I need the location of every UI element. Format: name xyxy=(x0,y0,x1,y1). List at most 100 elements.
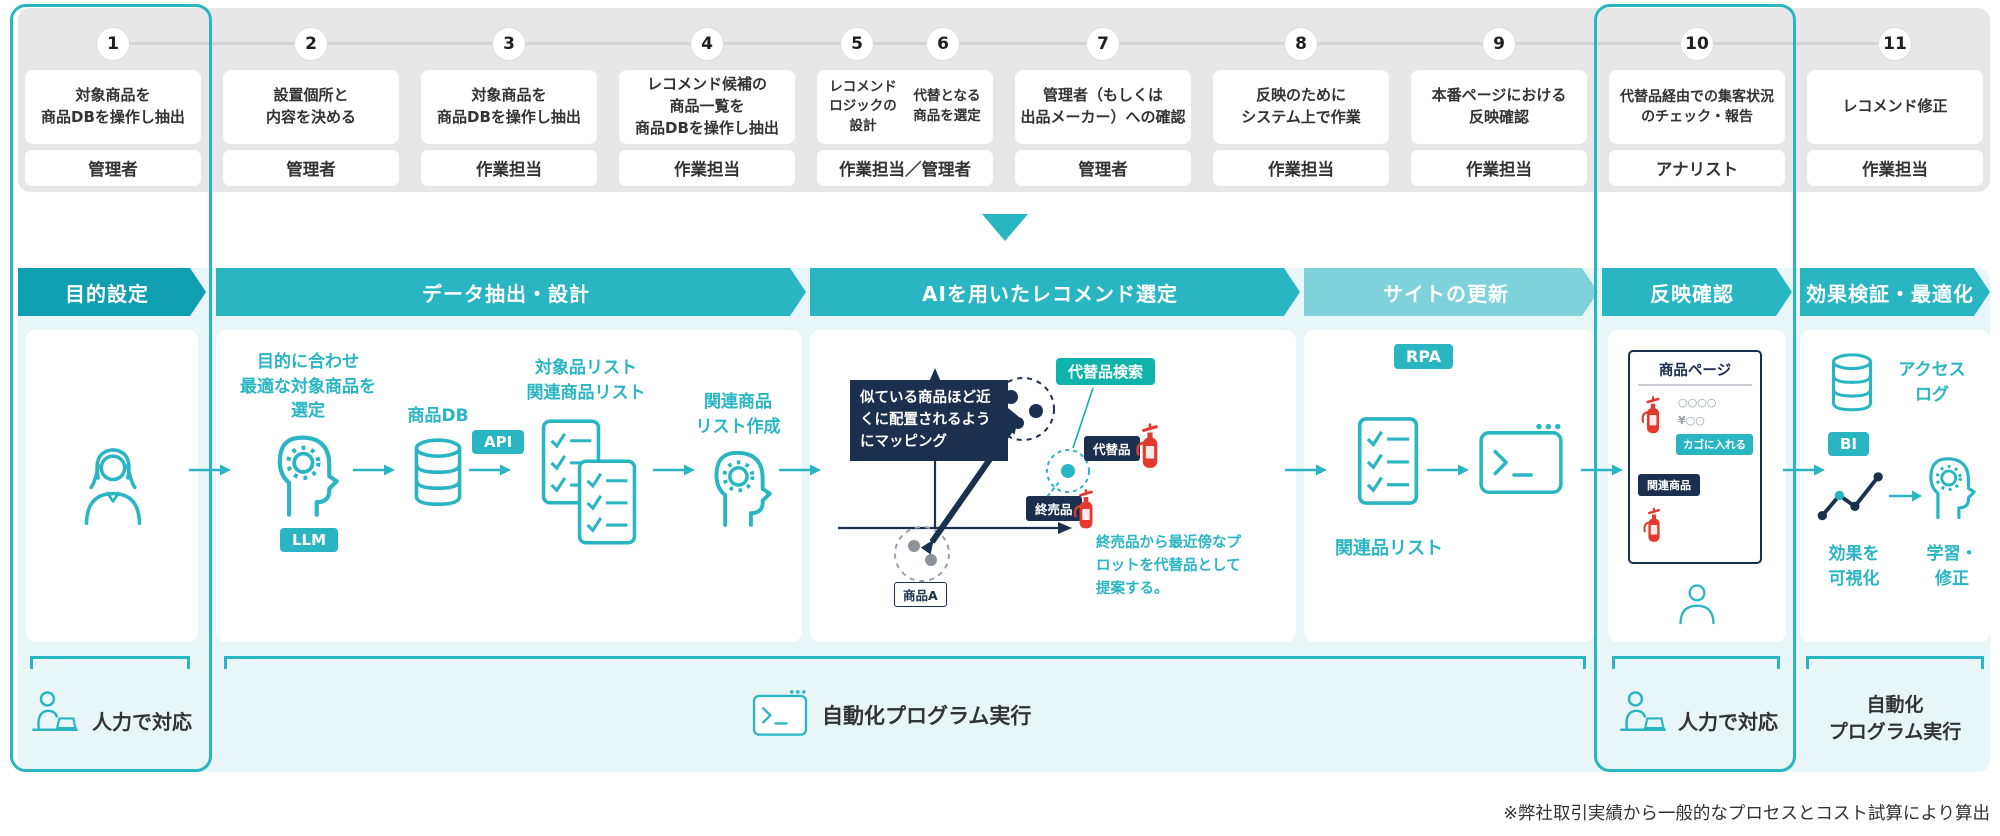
step-task: レコメンド候補の 商品一覧を 商品DBを操作し抽出 xyxy=(619,70,795,144)
panel-confirm: 商品ページ ○○○○ ¥○○ カゴに入れる 関連商品 xyxy=(1608,330,1786,642)
related-list-label: 関連品リスト xyxy=(1335,538,1443,559)
auto-bracket-center xyxy=(224,656,1586,669)
fire-extinguisher-icon xyxy=(1641,396,1660,434)
step-column-1: 1 対象商品を 商品DBを操作し抽出 管理者 xyxy=(18,8,208,192)
phase-banner-site-update: サイトの更新 xyxy=(1304,268,1598,316)
auto-label-center: 自動化プログラム実行 xyxy=(822,704,1032,728)
step-number: 7 xyxy=(1086,27,1120,61)
step-number: 2 xyxy=(294,27,328,61)
step-role: 作業担当／管理者 xyxy=(817,150,993,186)
step-connector-line xyxy=(113,42,1895,45)
learning-head-gear-icon xyxy=(1929,457,1976,520)
step-column-8: 8 反映のために システム上で作業 作業担当 xyxy=(1206,8,1396,192)
flow-arrow-icon xyxy=(189,464,231,476)
visualize-label: 効果を 可視化 xyxy=(1828,544,1880,589)
phase-banner-data-design: データ抽出・設計 xyxy=(216,268,806,316)
step-column-2: 2 設置個所と 内容を決める 管理者 xyxy=(216,8,406,192)
panel-optimize: アクセス ログ BI 効果を 可視化 学習・ 修正 xyxy=(1800,330,1990,642)
access-log-label: アクセス ログ xyxy=(1898,360,1966,405)
step-column-4: 4 レコメンド候補の 商品一覧を 商品DBを操作し抽出 作業担当 xyxy=(612,8,802,192)
step-column-7: 7 管理者（もしくは 出品メーカー）への確認 管理者 xyxy=(1008,8,1198,192)
person-at-desk-icon xyxy=(32,691,78,731)
llm-badge: LLM xyxy=(280,528,339,552)
line-chart-icon xyxy=(1817,472,1883,521)
step-task: 設置個所と 内容を決める xyxy=(223,70,399,144)
arrow-right-icon xyxy=(469,464,511,476)
phase-banner-purpose: 目的設定 xyxy=(18,268,206,316)
step-column-3: 3 対象商品を 商品DBを操作し抽出 作業担当 xyxy=(414,8,604,192)
manual-bracket-left xyxy=(30,656,190,669)
phase-banner-ai-recommend: AIを用いたレコメンド選定 xyxy=(810,268,1300,316)
person-icon xyxy=(1679,584,1715,625)
step-task: 代替となる 商品を選定 xyxy=(913,88,981,124)
select-products-text: 目的に合わせ 最適な対象商品を 選定 xyxy=(240,352,376,422)
access-log-database-icon xyxy=(1831,353,1873,412)
panel-ai-recommend: 似ている商品ほど近 くに配置されるよう にマッピング 代替品検索 代替品 終売品… xyxy=(810,330,1296,642)
learn-fix-label: 学習・ 修正 xyxy=(1926,544,1978,589)
step-task: 対象商品を 商品DBを操作し抽出 xyxy=(421,70,597,144)
fire-extinguisher-icon xyxy=(1136,423,1158,468)
step-number: 3 xyxy=(492,27,526,61)
step-task: 代替品経由での集客状況 のチェック・報告 xyxy=(1609,70,1785,144)
checklist-icon xyxy=(1357,417,1419,505)
step-task: レコメンド修正 xyxy=(1807,70,1983,144)
llm-head-gear-icon xyxy=(277,435,339,517)
step-number: 6 xyxy=(926,27,960,61)
fire-extinguisher-icon xyxy=(1073,488,1093,529)
api-badge: API xyxy=(472,430,525,454)
product-db-label: 商品DB xyxy=(407,406,469,426)
bi-badge: BI xyxy=(1828,432,1870,456)
arrow-right-icon xyxy=(1427,464,1469,476)
related-products-label: 関連商品 xyxy=(1638,474,1700,496)
step-task: 反映のために システム上で作業 xyxy=(1213,70,1389,144)
callout-pointer xyxy=(1008,408,1019,426)
step-role: 管理者 xyxy=(223,150,399,186)
step-role: 作業担当 xyxy=(1213,150,1389,186)
discontinued-label: 終売品 xyxy=(1026,496,1082,521)
step-task-pair: レコメンド ロジックの 設計 代替となる 商品を選定 xyxy=(817,70,993,144)
step-role: 作業担当 xyxy=(421,150,597,186)
panel-data-design: 目的に合わせ 最適な対象商品を 選定 LLM 商品DB API 対象品リスト 関… xyxy=(216,330,802,642)
steps-band: 1 対象商品を 商品DBを操作し抽出 管理者 2 設置個所と 内容を決める 管理… xyxy=(18,8,1990,192)
panel-purpose xyxy=(26,330,198,642)
arrow-right-icon xyxy=(653,464,695,476)
person-at-desk-icon xyxy=(1620,691,1666,731)
substitute-search-badge: 代替品検索 xyxy=(1056,358,1156,385)
auto-bracket-right xyxy=(1806,656,1984,669)
step-role: 作業担当 xyxy=(1807,150,1983,186)
step-number: 9 xyxy=(1482,27,1516,61)
mockup-price-text: ¥○○ xyxy=(1678,414,1705,427)
create-list-head-gear-icon xyxy=(714,450,772,527)
auto-label-right: 自動化 プログラム実行 xyxy=(1828,694,1962,743)
step-column-5-6: 5 6 レコメンド ロジックの 設計 代替となる 商品を選定 作業担当／管理者 xyxy=(810,8,1000,192)
phase-banner-confirm: 反映確認 xyxy=(1602,268,1792,316)
step-role: 管理者 xyxy=(25,150,201,186)
step-column-9: 9 本番ページにおける 反映確認 作業担当 xyxy=(1404,8,1594,192)
terminal-icon xyxy=(1479,423,1563,494)
flow-arrow-icon xyxy=(1783,464,1825,476)
automation-terminal-icon xyxy=(752,690,808,736)
step-task: 管理者（もしくは 出品メーカー）への確認 xyxy=(1015,70,1191,144)
step-number: 11 xyxy=(1878,27,1912,61)
step-number: 4 xyxy=(690,27,724,61)
arrow-right-icon xyxy=(353,464,395,476)
step-task: 対象商品を 商品DBを操作し抽出 xyxy=(25,70,201,144)
product-a-label: 商品A xyxy=(894,582,947,607)
step-number: 10 xyxy=(1680,27,1714,61)
substitute-label: 代替品 xyxy=(1084,436,1140,461)
manual-label-left: 人力で対応 xyxy=(92,710,192,734)
flow-arrow-icon xyxy=(779,464,821,476)
phase-banner-optimize: 効果検証・最適化 xyxy=(1800,268,1990,316)
step-task: レコメンド ロジックの 設計 xyxy=(829,78,897,134)
manual-label-right: 人力で対応 xyxy=(1678,710,1778,734)
step-number: 5 xyxy=(840,27,874,61)
nearest-neighbor-note: 終売品から最近傍なプ ロットを代替品として 提案する。 xyxy=(1096,535,1241,598)
step-role: アナリスト xyxy=(1609,150,1785,186)
add-to-cart-button: カゴに入れる xyxy=(1676,434,1753,455)
step-number: 1 xyxy=(96,27,130,61)
rpa-badge: RPA xyxy=(1394,344,1453,369)
manager-person-icon xyxy=(84,448,142,525)
step-role: 作業担当 xyxy=(1411,150,1587,186)
footnote: ※弊社取引実績から一般的なプロセスとコスト試算により算出 xyxy=(1503,804,1990,824)
product-page-mockup: 商品ページ ○○○○ ¥○○ カゴに入れる 関連商品 xyxy=(1628,350,1762,564)
